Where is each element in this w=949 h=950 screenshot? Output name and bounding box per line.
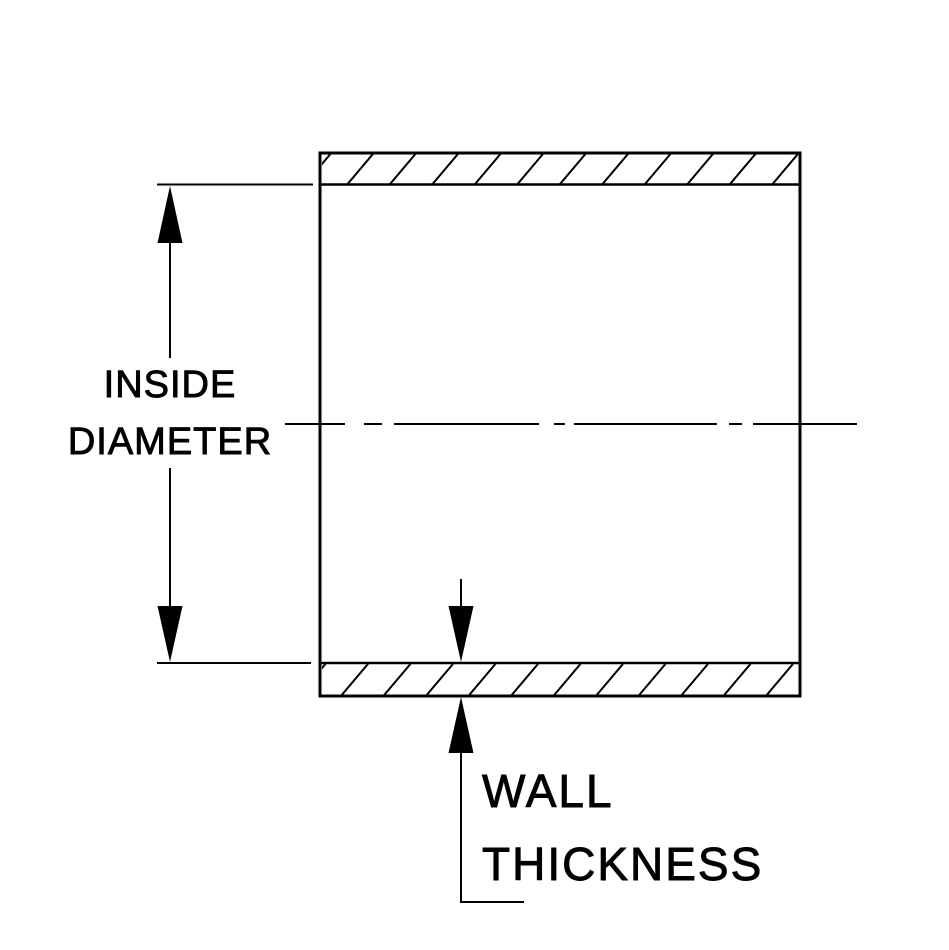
hatch-line xyxy=(431,154,459,184)
inside-diameter-label-line1: INSIDE xyxy=(104,364,237,406)
hatch-line xyxy=(601,154,629,184)
hatch-line xyxy=(848,658,884,700)
top-wall-hatch xyxy=(322,148,889,190)
bottom-wall-hatch xyxy=(322,658,884,700)
hatch-line xyxy=(474,154,502,184)
arrow-up-icon xyxy=(157,186,183,243)
hatch-line xyxy=(559,154,587,184)
hatch-line xyxy=(346,154,374,184)
hatch-line xyxy=(771,154,798,184)
hatch-line xyxy=(322,664,327,670)
hatch-line xyxy=(389,154,417,184)
hatch-line xyxy=(765,664,794,695)
hatch-line xyxy=(383,664,412,695)
arrow-up-icon xyxy=(448,697,474,753)
wall-thickness-label-line2: THICKNESS xyxy=(482,838,763,890)
hatch-line xyxy=(686,154,714,184)
wall-thickness-label-line1: WALL xyxy=(482,765,614,817)
hatch-line xyxy=(516,154,544,184)
hatch-line xyxy=(723,664,752,695)
hatch-line xyxy=(638,664,667,695)
arrow-down-icon xyxy=(157,606,183,662)
hatch-line xyxy=(595,664,624,695)
arrow-down-icon xyxy=(448,606,474,662)
hatch-line xyxy=(680,664,709,695)
hatch-line xyxy=(729,154,757,184)
hatch-line xyxy=(322,154,332,166)
hatch-line xyxy=(340,664,369,695)
hatch-line xyxy=(425,664,454,695)
hatch-line xyxy=(510,664,539,695)
hatch-line xyxy=(810,148,846,190)
hatch-line xyxy=(553,664,582,695)
hatch-line xyxy=(468,664,497,695)
hatch-line xyxy=(805,658,841,700)
wall-thickness-dimension: WALL THICKNESS xyxy=(448,579,763,903)
hatch-line xyxy=(853,148,889,190)
hatch-line xyxy=(644,154,672,184)
inside-diameter-label-line2: DIAMETER xyxy=(68,421,272,463)
inside-diameter-dimension: INSIDE DIAMETER xyxy=(67,183,313,664)
